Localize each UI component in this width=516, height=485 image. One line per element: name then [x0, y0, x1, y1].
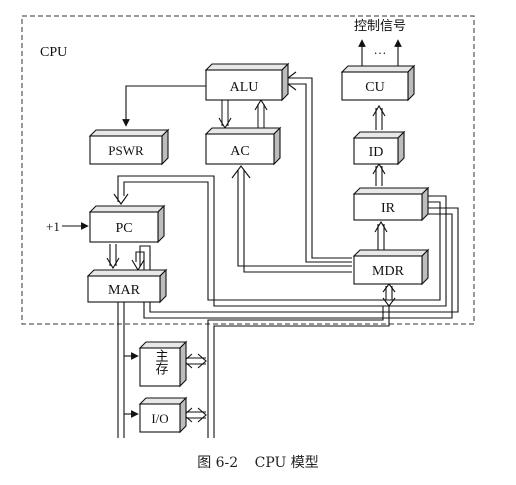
main-memory-block	[138, 340, 188, 388]
figure-title: CPU 模型	[254, 455, 319, 471]
cu-block	[340, 64, 416, 102]
ir-pc-bus	[117, 175, 447, 307]
control-signal-dots: …	[374, 42, 387, 57]
main-memory-label: 主存	[153, 349, 169, 375]
cpu-model-diagram: CPU	[21, 15, 475, 438]
pswr-block	[88, 128, 170, 166]
mdr-block	[352, 248, 430, 286]
alu-label: ALU	[230, 80, 259, 95]
mdr-alu-bus	[288, 77, 352, 259]
figure-number: 图 6-2	[197, 455, 239, 471]
ac-label: AC	[230, 144, 249, 159]
id-block	[352, 130, 406, 166]
pc-increment-label: +1	[46, 219, 60, 234]
mar-block	[86, 268, 168, 304]
pswr-label: PSWR	[108, 143, 144, 158]
alu-pswr-line	[122, 85, 206, 127]
cpu-boundary-label: CPU	[40, 45, 67, 60]
cpu-boundary	[21, 15, 475, 325]
control-signal-title: 控制信号	[354, 19, 406, 34]
pc-block	[88, 204, 166, 244]
io-label: I/O	[151, 411, 168, 426]
mdr-ac-bus	[237, 170, 352, 267]
cu-label: CU	[365, 80, 384, 95]
ir-block	[352, 186, 430, 222]
id-label: ID	[369, 145, 384, 160]
io-block	[138, 396, 188, 434]
figure-caption: 图 6-2 CPU 模型	[0, 452, 516, 472]
ac-block	[204, 126, 282, 166]
mdr-label: MDR	[372, 264, 405, 279]
mar-label: MAR	[108, 283, 141, 298]
data-bus	[213, 306, 390, 438]
pc-label: PC	[115, 221, 132, 236]
ir-label: IR	[381, 201, 396, 216]
alu-block	[204, 62, 290, 102]
ir-mar-bus	[139, 207, 459, 313]
